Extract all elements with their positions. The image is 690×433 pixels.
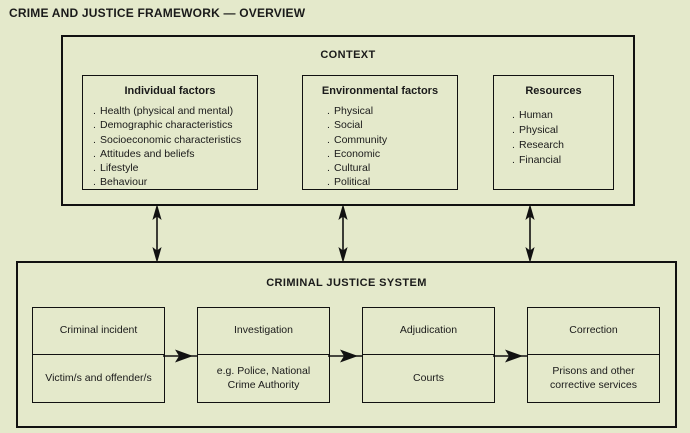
list-item-label: Community [334,133,388,146]
stage-investigation[interactable]: Investigation e.g. Police, National Crim… [197,307,330,403]
list-item-label: Human [519,109,553,122]
stage-criminal-incident-name: Criminal incident [59,324,138,337]
panel-individual-factors-list: . Health (physical and mental) . Demograph… [83,104,257,189]
bullet-dot: . [512,139,515,152]
figure-title: CRIME AND JUSTICE FRAMEWORK — OVERVIEW [9,6,306,20]
bullet-dot: . [93,133,96,146]
list-item-label: Socioeconomic characteristics [100,133,242,146]
flow-arrow-right-icon [493,348,527,364]
list-item-label: Lifestyle [100,161,139,174]
criminal-justice-system-group-title: CRIMINAL JUSTICE SYSTEM [266,277,427,289]
list-item: . Health (physical and mental) [93,104,257,118]
context-group-frame: CONTEXT [61,35,635,206]
list-item-label: Social [334,119,363,132]
list-item-label: Physical [334,105,374,118]
link-arrow-up-down-icon [335,204,351,263]
stage-adjudication-detail: Courts [413,371,444,384]
list-item: . Human [512,108,613,123]
panel-individual-factors: Individual factors . Health (physical and… [82,75,258,190]
list-item: . Financial [512,153,613,168]
stage-divider [528,354,659,355]
panel-resources-title: Resources [525,85,582,97]
stage-divider [33,354,164,355]
list-item-label: Economic [334,147,381,160]
stage-correction-name: Correction [569,324,618,337]
stage-adjudication[interactable]: Adjudication Courts [362,307,495,403]
stage-investigation-detail: e.g. Police, National Crime Authority [216,365,311,391]
panel-environmental-factors-list: . Physical . Social . Community . Economic .… [303,104,457,189]
panel-resources-list: . Human . Physical . Research . Financial [494,108,613,168]
stage-criminal-incident-detail: Victim/s and offender/s [45,371,152,384]
stage-correction[interactable]: Correction Prisons and other corrective … [527,307,660,403]
context-group-title: CONTEXT [320,49,376,61]
flow-arrow-right-icon [328,348,362,364]
list-item-label: Political [334,176,371,189]
link-arrow-up-down-icon [149,204,165,263]
list-item: . Political [327,175,457,189]
list-item-label: Demographic characteristics [100,119,233,132]
bullet-dot: . [512,124,515,137]
stage-criminal-incident[interactable]: Criminal incident Victim/s and offender/… [32,307,165,403]
list-item: . Socioeconomic characteristics [93,133,257,147]
stage-divider [363,354,494,355]
list-item: . Physical [512,123,613,138]
stage-adjudication-name: Adjudication [399,324,458,337]
bullet-dot: . [93,147,96,160]
bullet-dot: . [327,147,330,160]
stage-investigation-name: Investigation [234,324,293,337]
bullet-dot: . [512,154,515,167]
flow-arrow-right-icon [163,348,197,364]
bullet-dot: . [512,109,515,122]
panel-environmental-factors-title: Environmental factors [321,85,439,97]
bullet-dot: . [327,133,330,146]
list-item: . Cultural [327,161,457,175]
panel-environmental-factors: Environmental factors . Physical . Social … [302,75,458,190]
bullet-dot: . [327,161,330,174]
list-item: . Behaviour [93,175,257,189]
bullet-dot: . [327,119,330,132]
list-item: . Physical [327,104,457,118]
list-item: . Community [327,133,457,147]
bullet-dot: . [93,119,96,132]
link-arrow-up-down-icon [522,204,538,263]
list-item-label: Health (physical and mental) [100,105,234,118]
stage-divider [198,354,329,355]
list-item: . Lifestyle [93,161,257,175]
list-item: . Demographic characteristics [93,118,257,132]
criminal-justice-system-group-frame: CRIMINAL JUSTICE SYSTEM [16,261,677,428]
list-item: . Attitudes and beliefs [93,147,257,161]
list-item-label: Behaviour [100,176,148,189]
list-item-label: Research [519,139,564,152]
panel-resources: Resources . Human . Physical . Research . Fi… [493,75,614,190]
list-item: . Social [327,118,457,132]
list-item-label: Financial [519,154,562,167]
stage-correction-detail: Prisons and other corrective services [550,365,637,391]
list-item: . Economic [327,147,457,161]
list-item-label: Attitudes and beliefs [100,147,195,160]
bullet-dot: . [93,176,96,189]
list-item-label: Physical [519,124,559,137]
list-item-label: Cultural [334,161,371,174]
list-item: . Research [512,138,613,153]
bullet-dot: . [93,161,96,174]
panel-individual-factors-title: Individual factors [124,85,216,97]
bullet-dot: . [93,105,96,118]
bullet-dot: . [327,176,330,189]
bullet-dot: . [327,105,330,118]
